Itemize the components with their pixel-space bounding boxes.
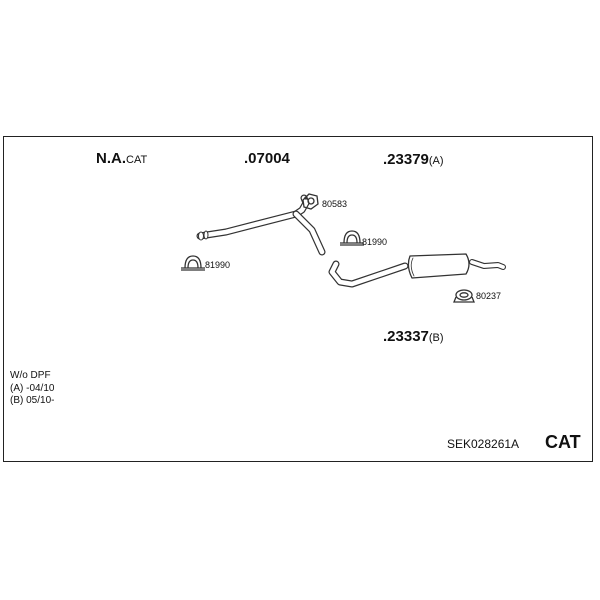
- part-number-front-pipe: .07004: [244, 150, 290, 167]
- clamp-icon: [340, 230, 364, 246]
- part-number-rear-alt: .23337(B): [383, 328, 444, 345]
- clamp-icon: [181, 255, 205, 271]
- rubber-hanger-icon: [453, 289, 475, 303]
- note-line: (B) 05/10-: [10, 395, 55, 406]
- exhaust-front-pipe-icon: [196, 194, 326, 256]
- kit-type: CAT: [545, 432, 581, 452]
- callout-clamp-front: 81990: [205, 260, 231, 270]
- callout-clamp-mid: 81990: [362, 237, 388, 247]
- note-line: W/o DPF: [10, 370, 51, 381]
- part-number-rear-main: .23379(A): [383, 151, 444, 168]
- kit-code: SEK028261A: [447, 437, 520, 451]
- note-line: (A) -04/10: [10, 382, 55, 394]
- gasket-icon: [302, 193, 319, 210]
- fitment-notes: W/o DPF (A) -04/10 (B) 05/10-: [10, 370, 54, 408]
- exhaust-rear-silencer-icon: [328, 253, 506, 288]
- callout-gasket: 80583: [322, 199, 348, 209]
- callout-hanger: 80237: [476, 291, 502, 301]
- na-cat-label: N.A.CAT: [96, 150, 148, 167]
- diagram-frame: [3, 136, 593, 462]
